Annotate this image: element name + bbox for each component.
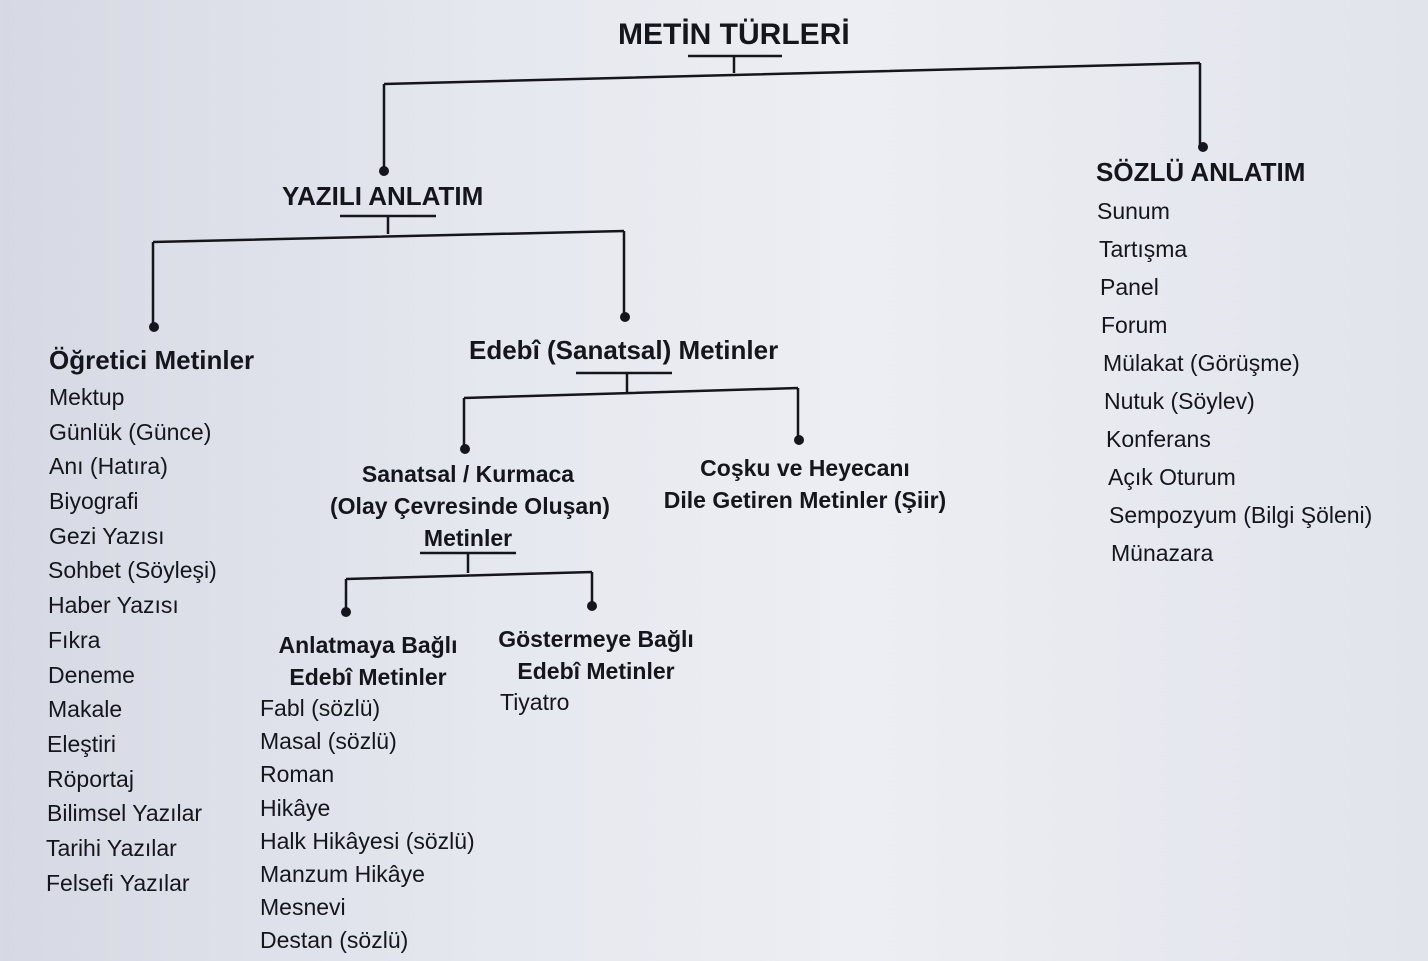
sozlu-anlatim-heading: SÖZLÜ ANLATIM — [1096, 157, 1306, 187]
anlatmaya-list: Fabl (sözlü) Masal (sözlü) Roman Hikâye … — [260, 695, 475, 961]
list-item: Panel — [1100, 274, 1159, 300]
list-item: Destan (sözlü) — [260, 927, 409, 954]
list-item: Hikâye — [260, 794, 331, 821]
list-item: Fabl (sözlü) — [260, 695, 381, 721]
sozlu-list: Sunum Tartışma Panel Forum Mülakat (Görü… — [1097, 198, 1372, 578]
list-item: Konferans — [1106, 426, 1211, 452]
list-item: Biyografi — [49, 488, 139, 515]
list-item: Açık Oturum — [1108, 464, 1236, 490]
gostermeye-heading: Göstermeye Bağlı Edebî Metinler — [490, 623, 702, 687]
node-kurmaca — [460, 444, 470, 454]
list-item: Tartışma — [1099, 236, 1188, 262]
list-item: Sohbet (Söyleşi) — [48, 557, 217, 584]
node-anlatmaya — [341, 607, 351, 617]
kurmaca-heading: Sanatsal / Kurmaca (Olay Çevresinde Oluş… — [330, 458, 610, 554]
list-item: Felsefi Yazılar — [46, 869, 190, 896]
list-item: Roman — [260, 761, 335, 788]
list-item: Sunum — [1097, 198, 1170, 224]
gostermeye-list: Tiyatro — [500, 689, 569, 722]
list-item: Tiyatro — [500, 689, 570, 715]
node-ogretici — [149, 322, 159, 332]
list-item: Haber Yazısı — [48, 592, 179, 619]
node-siir — [794, 435, 804, 445]
siir-heading: Coşku ve Heyecanı Dile Getiren Metinler … — [655, 452, 955, 516]
list-item: Anı (Hatıra) — [49, 453, 168, 480]
list-item: Röportaj — [47, 765, 134, 792]
list-item: Mülakat (Görüşme) — [1103, 350, 1300, 376]
yazili-anlatim-heading: YAZILI ANLATIM — [282, 181, 484, 211]
diagram-title: METİN TÜRLERİ — [618, 18, 850, 51]
kurmaca-line-1: Sanatsal / Kurmaca — [361, 461, 575, 487]
list-item: Eleştiri — [47, 730, 117, 757]
list-item: Sempozyum (Bilgi Şöleni) — [1109, 502, 1373, 528]
gostermeye-line-2: Edebî Metinler — [517, 658, 675, 684]
edebi-heading: Edebî (Sanatsal) Metinler — [469, 335, 779, 365]
list-item: Masal (sözlü) — [260, 728, 397, 755]
list-item: Makale — [48, 696, 123, 723]
siir-line-2: Dile Getiren Metinler (Şiir) — [663, 487, 947, 513]
node-gostermeye — [587, 601, 597, 611]
list-item: Mektup — [49, 384, 125, 410]
node-yazili — [379, 166, 389, 176]
list-item: Tarihi Yazılar — [46, 834, 177, 861]
list-item: Münazara — [1111, 540, 1214, 566]
list-item: Manzum Hikâye — [260, 860, 425, 887]
kurmaca-line-2: (Olay Çevresinde Oluşan) — [330, 493, 610, 519]
list-item: Günlük (Günce) — [49, 418, 212, 445]
list-item: Forum — [1101, 312, 1168, 338]
node-sozlu — [1198, 142, 1208, 152]
gostermeye-line-1: Göstermeye Bağlı — [498, 626, 694, 652]
anlatmaya-line-1: Anlatmaya Bağlı — [278, 632, 458, 658]
list-item: Fıkra — [48, 626, 101, 653]
siir-line-1: Coşku ve Heyecanı — [700, 455, 910, 481]
list-item: Mesnevi — [260, 894, 346, 921]
anlatmaya-line-2: Edebî Metinler — [289, 664, 447, 690]
ogretici-heading: Öğretici Metinler — [49, 345, 255, 375]
anlatmaya-heading: Anlatmaya Bağlı Edebî Metinler — [262, 629, 474, 693]
list-item: Halk Hikâyesi (sözlü) — [260, 827, 475, 854]
kurmaca-line-3: Metinler — [423, 525, 513, 551]
list-item: Nutuk (Söylev) — [1104, 388, 1255, 414]
ogretici-list: Mektup Günlük (Günce) Anı (Hatıra) Biyog… — [46, 384, 217, 904]
list-item: Deneme — [48, 661, 135, 688]
list-item: Bilimsel Yazılar — [47, 800, 203, 827]
list-item: Gezi Yazısı — [49, 522, 165, 549]
node-edebi — [620, 312, 630, 322]
